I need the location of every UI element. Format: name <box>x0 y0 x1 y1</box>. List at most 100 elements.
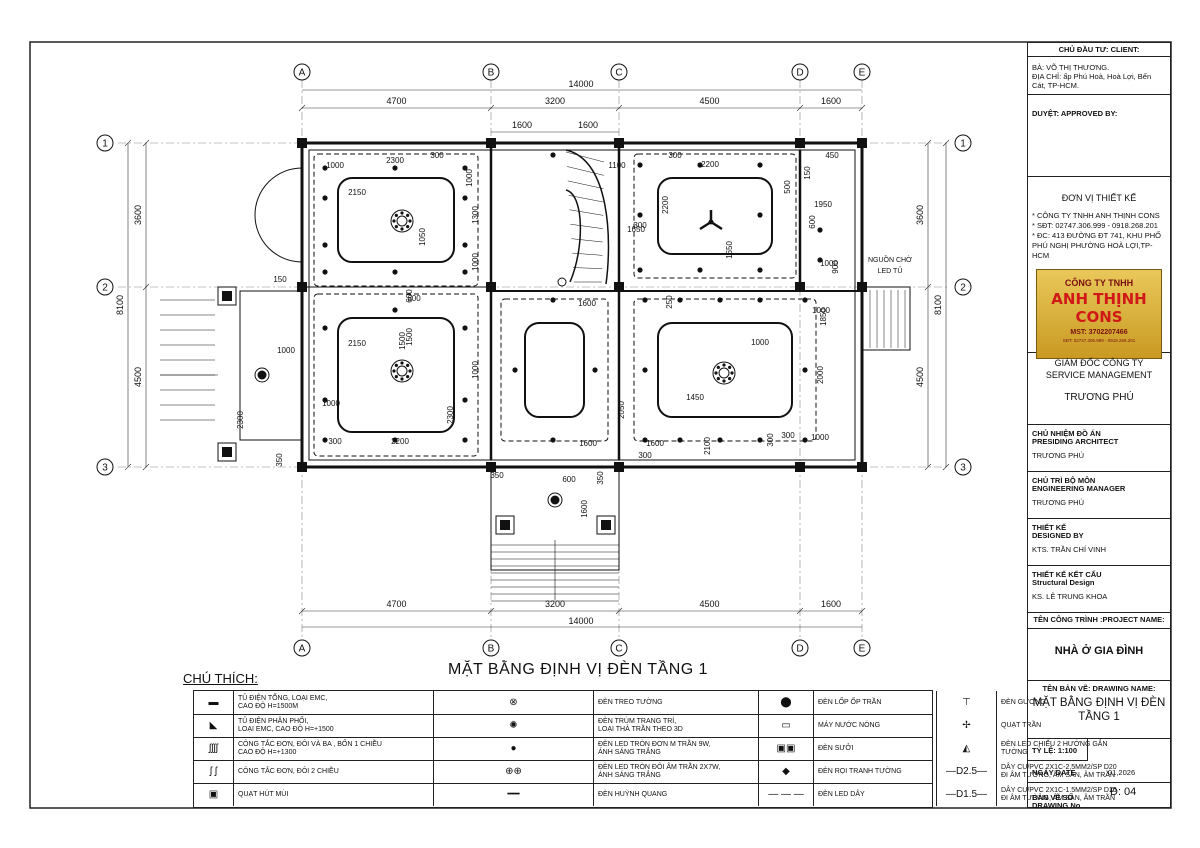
led-dot <box>642 367 648 373</box>
legend-text: ĐÈN LỐP ỐP TRẦN <box>814 691 937 714</box>
led-dot <box>642 297 648 303</box>
grid-bubble <box>610 639 628 657</box>
logo-line: CÔNG TY TNHH <box>1064 278 1134 288</box>
room-dim: 350 <box>275 453 284 467</box>
fan-icon: ✢ <box>937 714 997 737</box>
chandelier-bulb <box>406 363 410 367</box>
role-name: KS. LÊ TRUNG KHOA <box>1032 592 1108 601</box>
dim-tick <box>942 463 950 471</box>
logo-line: ANH THỊNH CONS <box>1051 290 1147 326</box>
dim-label: 4500 <box>699 599 719 609</box>
chandelier-core <box>396 215 408 227</box>
outer-wall <box>300 141 864 469</box>
dim-tick <box>142 463 150 471</box>
room-dim: 2200 <box>391 437 409 446</box>
dim-tick <box>924 139 932 147</box>
led-dot <box>757 212 763 218</box>
legend-text: ĐÈN GƯƠNG <box>1001 698 1046 706</box>
dim-label: 4500 <box>133 367 143 387</box>
date-value: 01,2026 <box>1108 768 1136 777</box>
company-line: * SĐT: 02747.306.999 - 0918.268.201 <box>1032 221 1158 230</box>
director-block: GIÁM ĐỐC CÔNG TY SERVICE MANAGEMENT TRƯƠ… <box>1028 353 1170 425</box>
porch-outline <box>239 290 302 441</box>
dim-label: 4700 <box>386 599 406 609</box>
room-dim: 2300 <box>236 411 245 429</box>
stair-dim: 1600 <box>512 120 532 130</box>
coffer-dashed <box>633 153 797 279</box>
led-dot <box>322 437 328 443</box>
legend-text: ĐÈN TRÙM TRANG TRÍ, LOẠI THẢ TRẦN THEO 3… <box>594 714 759 737</box>
dim-tick <box>487 104 495 112</box>
box-full-icon: ▬ <box>194 691 234 714</box>
company-line: * ĐC: 413 ĐƯỜNG ĐT 741, KHU PHỐ PHÚ NGHỊ… <box>1032 231 1161 260</box>
room-dim: 2150 <box>348 188 366 197</box>
investor-info: BÀ: VÕ THỊ THƯƠNG. ĐỊA CHỈ: ấp Phú Hoà, … <box>1028 57 1170 95</box>
room-dim: 1500 <box>398 332 407 350</box>
led-dot <box>462 242 468 248</box>
dim-tick <box>942 139 950 147</box>
grid-bubble <box>954 458 972 476</box>
room-dim: 1000 <box>471 253 480 271</box>
porch-pad <box>596 515 616 535</box>
dim-label: 3600 <box>133 205 143 225</box>
legend-text: DÂY CU/PVC 2X1C-2,5MM2/SP D20 ĐI ÂM TƯỜN… <box>1001 763 1117 779</box>
dim-label: 3200 <box>545 96 565 106</box>
porch-pad-core <box>500 520 510 530</box>
column <box>795 462 805 472</box>
dot-icon: ● <box>434 737 594 760</box>
porch-pad <box>217 286 237 306</box>
chandelier-core <box>396 365 408 377</box>
dim-label: 3600 <box>915 205 925 225</box>
supply-note: LED TỦ <box>878 266 903 275</box>
room-dim: 2200 <box>701 160 719 169</box>
led-dot <box>677 437 683 443</box>
dim-tick <box>796 607 804 615</box>
room-dim: 1000 <box>471 361 480 379</box>
room-dim: 1850 <box>819 308 828 326</box>
legend-text: ĐÈN LED TRÒN ĐƠN M TRẦN 9W, ÁNH SÁNG TRẮ… <box>594 737 759 760</box>
legend-row: ◣TỦ ĐIỆN PHÂN PHỐI, LOẠI EMC, CAO ĐỘ H=+… <box>194 714 1041 738</box>
room-dim: 1000 <box>751 338 769 347</box>
room-dim: 2100 <box>703 437 712 455</box>
ceiling-lamp-core <box>550 495 560 505</box>
legend-text: DÂY CU/PVC 2X1C-1.5MM2/SP D16 ĐI ÂM TƯỜN… <box>1001 786 1117 802</box>
coffer-inner <box>657 322 793 418</box>
column <box>857 138 867 148</box>
stair-tread <box>571 238 603 243</box>
approved-by: DUYỆT: APPROVED BY: <box>1028 95 1170 177</box>
porch-pad <box>495 515 515 535</box>
box-half-icon: ◣ <box>194 714 234 737</box>
chandelier-bulb <box>400 361 404 365</box>
led-dot <box>322 325 328 331</box>
dim-tick <box>924 283 932 291</box>
led-dot <box>817 227 823 233</box>
legend-text: ĐÈN LED DÂY <box>814 783 937 806</box>
room-dim: 2300 <box>446 406 455 424</box>
room-dim: 1600 <box>579 439 597 448</box>
room-dim: 300 <box>781 431 795 440</box>
legend-text: QUẠT TRẦN <box>1001 721 1042 729</box>
room-dim: 1000 <box>820 259 838 268</box>
coffer-dashed <box>633 298 817 442</box>
grid-bubble <box>482 63 500 81</box>
room-dim: 1000 <box>811 433 829 442</box>
grid-bubble <box>96 458 114 476</box>
led-dot <box>592 367 598 373</box>
stair-tread <box>569 209 604 216</box>
fan-blade <box>699 220 712 231</box>
led-dot <box>637 212 643 218</box>
legend-text: ĐÈN HUỲNH QUANG <box>594 783 759 806</box>
dim-label: 8100 <box>115 295 125 315</box>
chandelier-bulb <box>716 377 720 381</box>
company-line: * CÔNG TY TNHH ANH THỊNH CONS <box>1032 211 1160 220</box>
designer-unit: ĐƠN VỊ THIẾT KẾ <box>1061 193 1137 203</box>
led-dot <box>757 162 763 168</box>
chandelier-icon <box>390 209 414 233</box>
room-dim: 350 <box>596 471 605 485</box>
room-dim: 250 <box>665 295 674 309</box>
led-dot <box>717 437 723 443</box>
project-name: NHÀ Ở GIA ĐÌNH <box>1028 629 1170 681</box>
dim-tick <box>142 283 150 291</box>
